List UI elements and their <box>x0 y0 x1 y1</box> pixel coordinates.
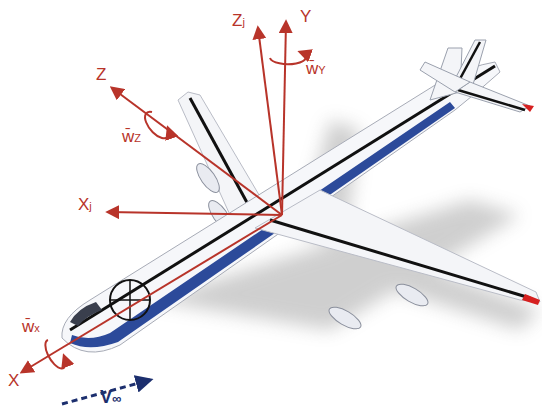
rotation-label: w̄x <box>22 318 40 335</box>
body-axis-label: Xj <box>78 196 92 213</box>
rotation-label: w̄Y <box>306 60 326 77</box>
axis-label: Z <box>96 66 106 83</box>
body-axis-label: Zj <box>232 12 245 29</box>
axis-label: Y <box>300 8 311 25</box>
rotation-label: w̄Z <box>122 128 141 145</box>
velocity-label: V∞ <box>100 388 121 406</box>
axis-label: X <box>8 372 19 389</box>
